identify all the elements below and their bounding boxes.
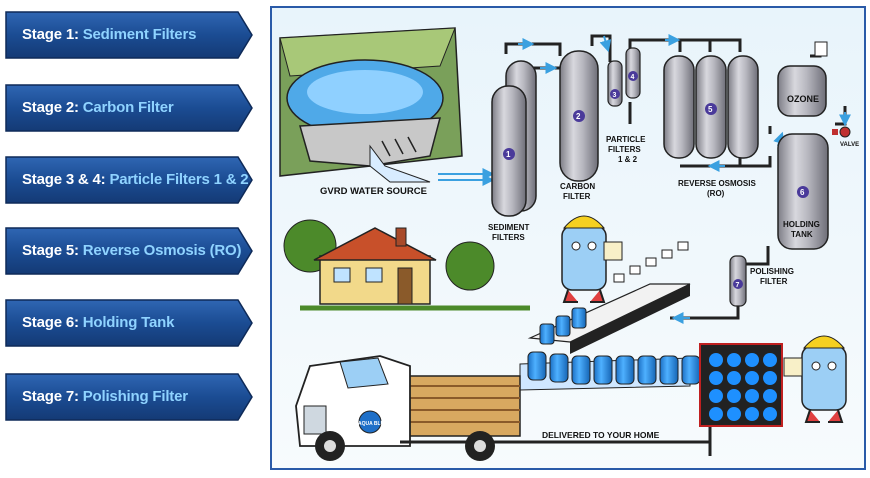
sediment-filter-tanks: 1 xyxy=(491,60,537,217)
delivery-truck xyxy=(295,355,530,461)
stage-5-button[interactable]: Stage 5: Reverse Osmosis (RO) xyxy=(4,226,254,276)
house-illustration xyxy=(283,219,530,311)
stage-6-label: Stage 6: Holding Tank xyxy=(22,314,175,331)
stage-1-button[interactable]: Stage 1: Sediment Filters xyxy=(4,10,254,60)
reverse-osmosis-tanks: 5 xyxy=(663,55,759,159)
stage-2-label: Stage 2: Carbon Filter xyxy=(22,99,174,116)
stage-arrow-shape xyxy=(5,299,253,347)
polishing-filter: 7 xyxy=(729,255,747,307)
pipes xyxy=(440,34,847,456)
water-bottles-row xyxy=(527,351,701,385)
ozone-tank xyxy=(777,41,828,117)
carbon-label: CARBON xyxy=(560,182,595,191)
polishing-label: POLISHING xyxy=(750,267,794,276)
stage-2-button[interactable]: Stage 2: Carbon Filter xyxy=(4,83,254,133)
stage-7-label: Stage 7: Polishing Filter xyxy=(22,388,188,405)
holding-tank: 6 xyxy=(777,133,829,250)
stage-1-number: 1 xyxy=(506,150,511,159)
stage-list: Stage 1: Sediment Filters Stage 2: Carbo… xyxy=(0,0,260,478)
truck-logo xyxy=(358,410,382,434)
clipboard-icon xyxy=(603,241,623,261)
stage-arrow-shape xyxy=(5,84,253,132)
carbon-label-2: FILTER xyxy=(563,192,591,201)
mascot-bottle-character xyxy=(561,215,623,303)
stage-5-number: 5 xyxy=(708,105,713,114)
stage-3-4-label: Stage 3 & 4: Particle Filters 1 & 2 xyxy=(22,171,249,188)
process-diagram: GVRD WATER SOURCE 1 SEDIMENT FILTERS xyxy=(270,6,866,470)
truck-brand-label: AQUA BLUE xyxy=(358,421,388,427)
source-label: GVRD WATER SOURCE xyxy=(320,186,427,197)
particle-label-2: FILTERS xyxy=(608,145,641,154)
stage-3-number: 3 xyxy=(613,92,617,99)
sediment-label: SEDIMENT xyxy=(488,223,529,232)
power-outlet-icon xyxy=(814,41,828,57)
polishing-label-2: FILTER xyxy=(760,277,788,286)
stage-2-number: 2 xyxy=(576,112,581,121)
stage-arrow-shape xyxy=(5,156,253,204)
valve-label: VALVE xyxy=(840,142,859,148)
sediment-label-2: FILTERS xyxy=(492,233,525,242)
bottle-crate xyxy=(699,343,783,427)
stage-arrow-shape xyxy=(5,373,253,421)
stage-arrow-shape xyxy=(5,227,253,275)
particle-label-3: 1 & 2 xyxy=(618,155,638,164)
stage-1-label: Stage 1: Sediment Filters xyxy=(22,26,197,43)
stage-6-button[interactable]: Stage 6: Holding Tank xyxy=(4,298,254,348)
particle-filter-tanks: 3 4 xyxy=(607,47,641,107)
stage-7-number: 7 xyxy=(736,282,740,289)
stage-7-button[interactable]: Stage 7: Polishing Filter xyxy=(4,372,254,422)
mascot-bottle-character-2 xyxy=(783,335,847,423)
particle-label: PARTICLE xyxy=(606,135,646,144)
holding-label: HOLDING xyxy=(783,220,820,229)
stage-6-number: 6 xyxy=(800,188,805,197)
clipboard-icon-2 xyxy=(783,357,803,377)
ozone-label: OZONE xyxy=(787,94,819,104)
valve-icon xyxy=(832,126,851,138)
ro-label-2: (RO) xyxy=(707,189,725,198)
stage-4-number: 4 xyxy=(631,74,635,81)
ro-label: REVERSE OSMOSIS xyxy=(678,179,756,188)
delivered-label: DELIVERED TO YOUR HOME xyxy=(542,430,660,440)
stage-1-marker xyxy=(503,148,515,160)
stage-3-4-button[interactable]: Stage 3 & 4: Particle Filters 1 & 2 xyxy=(4,155,254,205)
reservoir-illustration xyxy=(279,27,463,183)
stage-5-label: Stage 5: Reverse Osmosis (RO) xyxy=(22,242,242,259)
holding-label-2: TANK xyxy=(791,230,813,239)
carbon-filter-tank: 2 xyxy=(559,50,599,182)
process-diagram-svg: GVRD WATER SOURCE 1 SEDIMENT FILTERS xyxy=(270,6,866,470)
stage-arrow-shape xyxy=(5,11,253,59)
